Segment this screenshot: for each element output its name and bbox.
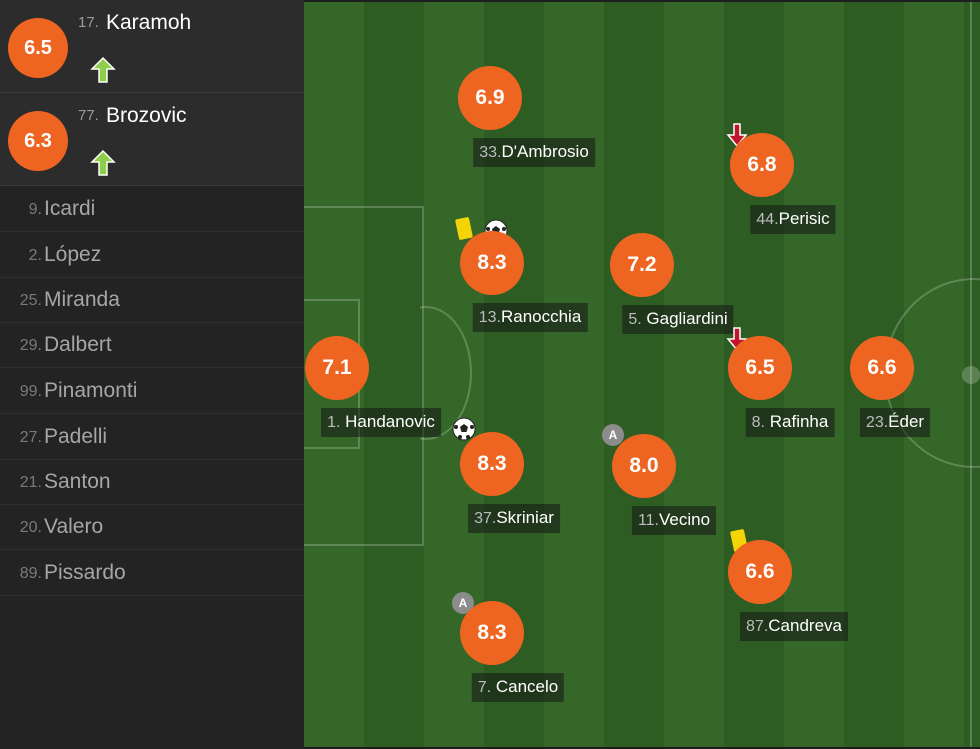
player-label: 1. Handanovic bbox=[321, 408, 441, 437]
player-label: 11.Vecino bbox=[631, 506, 717, 535]
player-name: Candreva bbox=[768, 616, 842, 635]
player-number: 23. bbox=[865, 414, 889, 431]
rating-badge: 8.3 bbox=[460, 231, 524, 295]
bench-player-row[interactable]: 99. Pinamonti bbox=[0, 368, 304, 414]
player-name: Pissardo bbox=[44, 561, 126, 584]
rating-badge: 8.3 bbox=[460, 601, 524, 665]
player-number: 5. bbox=[628, 311, 642, 328]
player-number: 29. bbox=[19, 337, 42, 354]
player-name: Miranda bbox=[44, 288, 120, 311]
player-name: Cancelo bbox=[495, 677, 559, 696]
player-number: 11. bbox=[637, 512, 660, 529]
player-name: Icardi bbox=[44, 197, 96, 220]
player-label: 5. Gagliardini bbox=[622, 305, 734, 334]
rating-badge: 6.8 bbox=[730, 133, 794, 197]
player-name: Vecino bbox=[659, 510, 711, 529]
player-name: Gagliardini bbox=[646, 309, 728, 328]
player-number: 2. bbox=[28, 247, 42, 264]
player-name: Perisic bbox=[778, 209, 830, 228]
player-name: Karamoh bbox=[106, 11, 192, 34]
player-name: Ranocchia bbox=[500, 307, 582, 326]
bench-player-row[interactable]: 25. Miranda bbox=[0, 277, 304, 323]
rating-badge: 7.2 bbox=[610, 233, 674, 297]
player-number: 25. bbox=[19, 292, 42, 309]
player-label: 37.Skriniar bbox=[468, 504, 560, 533]
player-name: D'Ambrosio bbox=[501, 142, 589, 161]
bench-player-row[interactable]: 29. Dalbert bbox=[0, 322, 304, 368]
player-number: 37. bbox=[474, 510, 497, 527]
rating-badge: 6.9 bbox=[458, 66, 522, 130]
player-number: 13. bbox=[478, 309, 501, 326]
player-number: 77. bbox=[78, 107, 99, 124]
player-name: Dalbert bbox=[44, 333, 112, 356]
player-name: Skriniar bbox=[496, 508, 554, 527]
player-label: 13.Ranocchia bbox=[472, 303, 588, 332]
substitute-row[interactable]: 6.5 17. Karamoh bbox=[0, 0, 304, 93]
football-pitch: 7.1 1. Handanovic 6.9 33.D'Ambrosio 8.3 … bbox=[304, 2, 980, 747]
bench-player-row[interactable]: 21. Santon bbox=[0, 459, 304, 505]
player-number: 27. bbox=[19, 429, 42, 446]
rating-badge: 8.3 bbox=[460, 432, 524, 496]
rating-badge: 6.3 bbox=[8, 111, 68, 171]
bench-player-row[interactable]: 20. Valero bbox=[0, 504, 304, 550]
player-name: Rafinha bbox=[769, 412, 829, 431]
center-spot bbox=[962, 366, 980, 384]
rating-badge: 6.5 bbox=[728, 336, 792, 400]
player-number: 99. bbox=[19, 383, 42, 400]
player-label: 87.Candreva bbox=[740, 612, 848, 641]
substitute-row[interactable]: 6.3 77. Brozovic bbox=[0, 93, 304, 186]
arrow-up-icon bbox=[90, 149, 116, 176]
player-name: Brozovic bbox=[106, 104, 187, 127]
player-number: 9. bbox=[28, 201, 42, 218]
rating-badge: 6.6 bbox=[850, 336, 914, 400]
player-label: 8. Rafinha bbox=[745, 408, 835, 437]
lineup-sidebar: 6.5 17. Karamoh 6.3 77. Brozovic 9. Icar… bbox=[0, 0, 304, 749]
rating-badge: 6.5 bbox=[8, 18, 68, 78]
player-name: López bbox=[44, 243, 102, 266]
player-number: 1. bbox=[327, 414, 341, 431]
rating-badge: 7.1 bbox=[305, 336, 369, 400]
player-name: Padelli bbox=[44, 425, 108, 448]
player-number: 20. bbox=[19, 519, 42, 536]
player-number: 17. bbox=[78, 14, 99, 31]
player-label: 44.Perisic bbox=[750, 205, 836, 234]
player-name: Handanovic bbox=[345, 412, 435, 431]
player-name: Éder bbox=[888, 412, 925, 431]
player-name: Valero bbox=[44, 515, 104, 538]
player-number: 44. bbox=[756, 211, 779, 228]
rating-badge: 6.6 bbox=[728, 540, 792, 604]
player-name: Pinamonti bbox=[44, 379, 138, 402]
player-label: 33.D'Ambrosio bbox=[473, 138, 595, 167]
player-number: 33. bbox=[479, 144, 502, 161]
bench-player-row[interactable]: 89. Pissardo bbox=[0, 550, 304, 596]
bench-player-row[interactable]: 2. López bbox=[0, 232, 304, 278]
player-number: 21. bbox=[19, 474, 42, 491]
player-number: 87. bbox=[746, 618, 769, 635]
goal-ball-icon bbox=[452, 417, 476, 441]
assist-icon: A bbox=[602, 424, 624, 446]
halfway-line bbox=[970, 2, 972, 747]
assist-icon: A bbox=[452, 592, 474, 614]
bench-player-row[interactable]: 9. Icardi bbox=[0, 186, 304, 232]
rating-badge: 8.0 bbox=[612, 434, 676, 498]
player-number: 8. bbox=[751, 414, 765, 431]
player-number: 7. bbox=[477, 679, 492, 696]
bench-player-row[interactable]: 27. Padelli bbox=[0, 414, 304, 460]
player-label: 7. Cancelo bbox=[471, 673, 565, 702]
player-name: Santon bbox=[44, 470, 111, 493]
arrow-up-icon bbox=[90, 56, 116, 83]
player-label: 23.Éder bbox=[859, 408, 931, 437]
player-number: 89. bbox=[19, 565, 42, 582]
